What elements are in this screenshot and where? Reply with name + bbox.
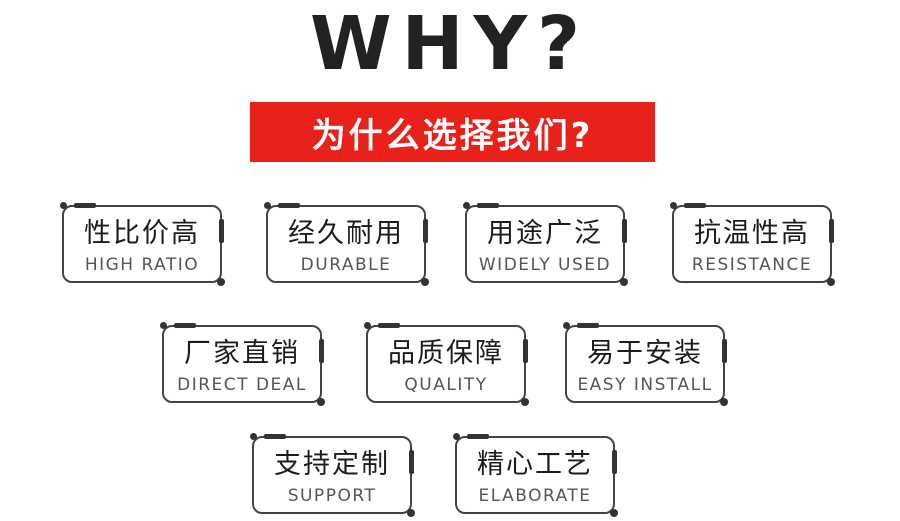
page-title: WHY? [309,1,591,87]
corner-dot-decoration [421,278,429,286]
feature-card-quality: 品质保障 QUALITY [364,322,529,406]
feature-subtitle: EASY INSTALL [577,375,713,395]
feature-card-elaborate: 精心工艺 ELABORATE [453,433,618,517]
corner-dot-decoration [670,202,677,209]
side-bar-decoration [423,219,428,243]
corner-bar-decoration [477,203,499,208]
corner-dot-decoration [827,278,835,286]
feature-subtitle: HIGH RATIO [84,255,200,275]
feature-title: 支持定制 [274,449,390,480]
side-bar-decoration [612,450,617,474]
feature-subtitle: ELABORATE [478,486,592,506]
corner-dot-decoration [720,398,728,406]
feature-card-durable: 经久耐用 DURABLE [264,202,429,286]
side-bar-decoration [319,339,324,363]
feature-title: 精心工艺 [477,449,593,480]
feature-card-easy-install: 易于安装 EASY INSTALL [563,322,728,406]
corner-dot-decoration [364,322,371,329]
side-bar-decoration [219,219,224,243]
corner-dot-decoration [60,202,67,209]
corner-dot-decoration [563,322,570,329]
feature-title: 用途广泛 [487,218,603,249]
corner-dot-decoration [407,509,415,517]
corner-dot-decoration [463,202,470,209]
corner-dot-decoration [453,433,460,440]
feature-subtitle: RESISTANCE [691,255,813,275]
feature-card-support: 支持定制 SUPPORT [250,433,415,517]
corner-bar-decoration [467,434,489,439]
corner-bar-decoration [577,323,599,328]
feature-title: 性比价高 [84,218,200,249]
corner-dot-decoration [264,202,271,209]
feature-card-high-ratio: 性比价高 HIGH RATIO [60,202,225,286]
corner-dot-decoration [160,322,167,329]
feature-card-resistance: 抗温性高 RESISTANCE [670,202,835,286]
side-bar-decoration [409,450,414,474]
feature-title: 品质保障 [388,338,504,369]
side-bar-decoration [722,339,727,363]
corner-bar-decoration [74,203,96,208]
corner-bar-decoration [174,323,196,328]
feature-title: 易于安装 [587,338,703,369]
corner-bar-decoration [378,323,400,328]
feature-subtitle: QUALITY [404,375,488,395]
corner-dot-decoration [317,398,325,406]
subtitle-banner: 为什么选择我们? [250,102,655,162]
feature-subtitle: SUPPORT [287,486,377,506]
feature-title: 厂家直销 [184,338,300,369]
feature-title: 抗温性高 [694,218,810,249]
feature-card-direct-deal: 厂家直销 DIRECT DEAL [160,322,325,406]
corner-dot-decoration [610,509,618,517]
feature-subtitle: DURABLE [300,255,392,275]
corner-dot-decoration [620,278,628,286]
feature-title: 经久耐用 [288,218,404,249]
side-bar-decoration [523,339,528,363]
side-bar-decoration [829,219,834,243]
feature-subtitle: DIRECT DEAL [177,375,307,395]
corner-dot-decoration [250,433,257,440]
corner-bar-decoration [684,203,706,208]
corner-dot-decoration [217,278,225,286]
side-bar-decoration [622,219,627,243]
corner-bar-decoration [278,203,300,208]
corner-bar-decoration [264,434,286,439]
feature-card-widely-used: 用途广泛 WIDELY USED [463,202,628,286]
feature-subtitle: WIDELY USED [478,255,612,275]
corner-dot-decoration [521,398,529,406]
